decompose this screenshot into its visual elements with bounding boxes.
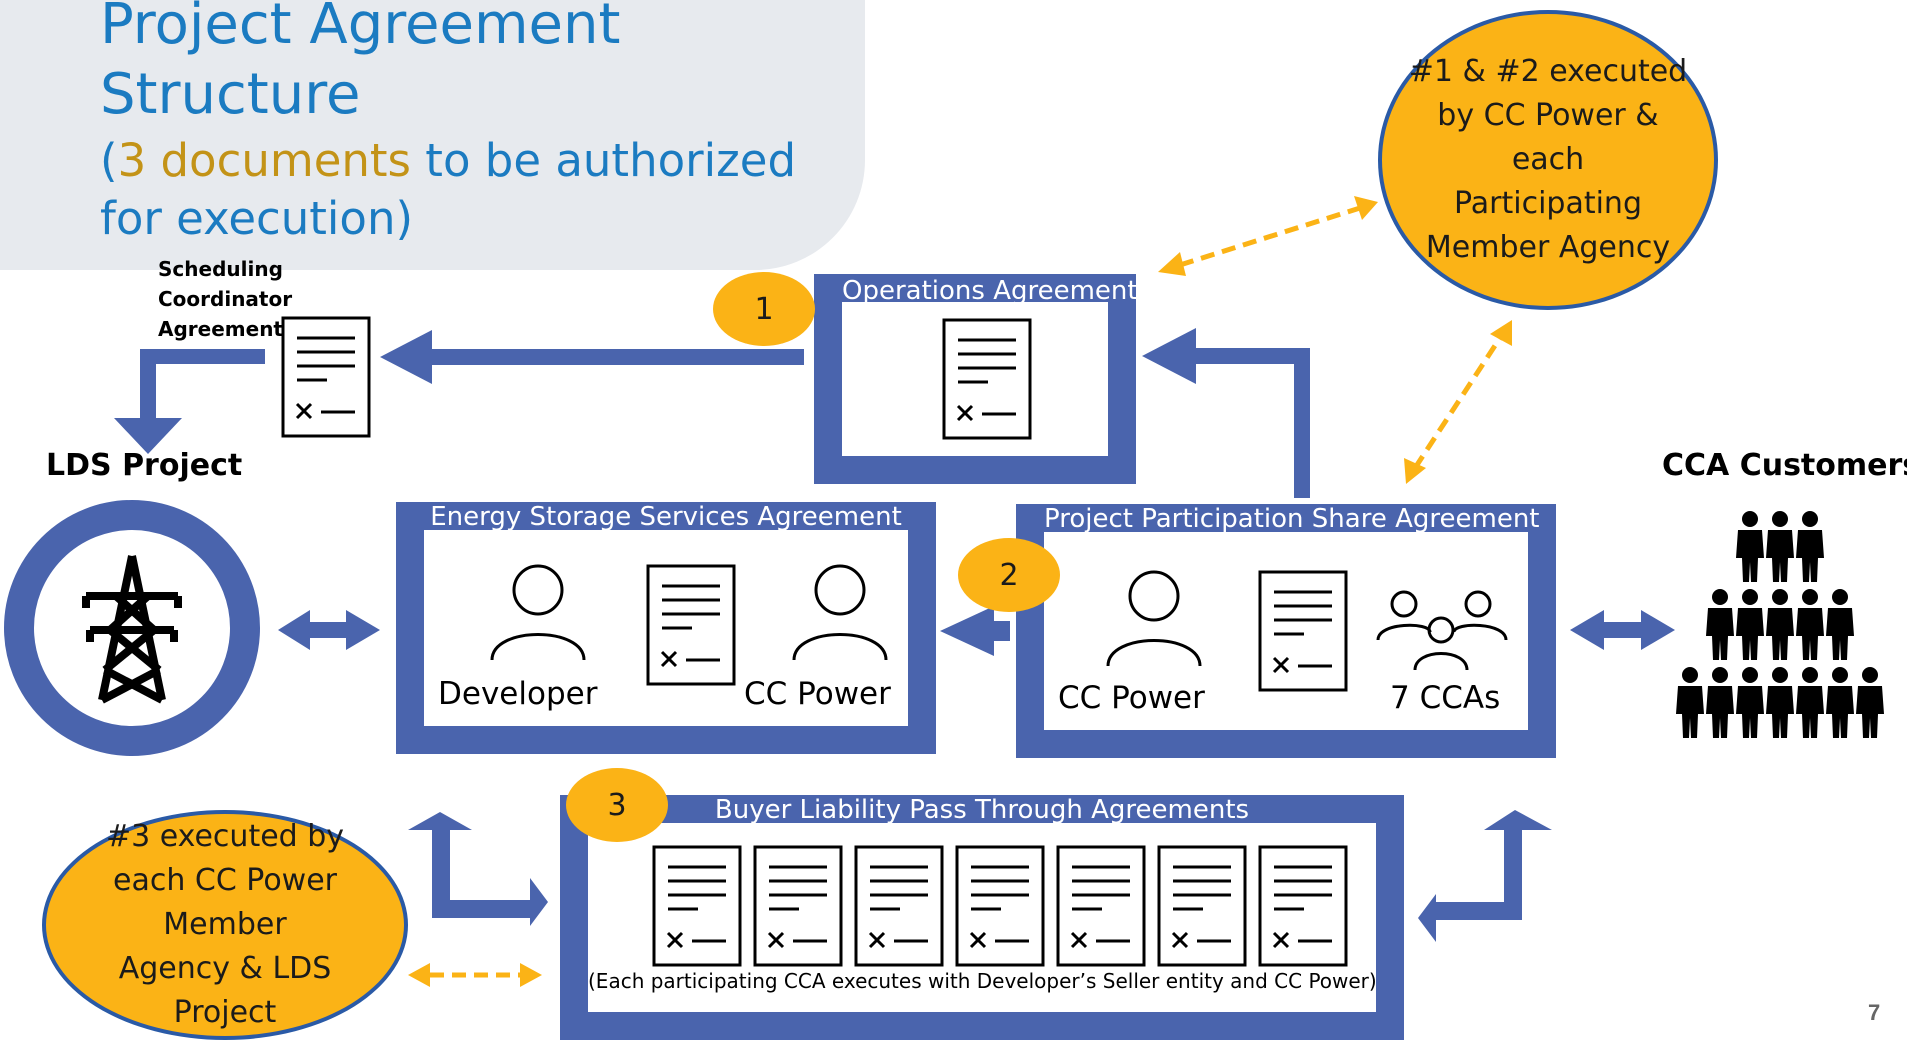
note-top-line5: Member Agency	[1425, 230, 1671, 265]
person-figure	[1736, 667, 1764, 738]
essa-ccpower-label: CC Power	[744, 676, 891, 712]
arrow-ppsa-to-essa	[940, 606, 1010, 656]
person-figure	[1736, 511, 1764, 582]
blpta-document-icon	[955, 845, 1045, 967]
blpta-document-icon	[753, 845, 843, 967]
ccpower-person-icon-ppsa	[1102, 566, 1206, 670]
person-figure	[1796, 667, 1824, 738]
transmission-tower-icon	[4, 500, 260, 756]
blpta-title: Buyer Liability Pass Through Agreements	[714, 795, 1250, 825]
operations-agreement-box: Operations Agreement	[814, 274, 1138, 484]
arrow-ppsa-to-ops	[1142, 328, 1310, 498]
subtitle-prefix: (	[100, 134, 118, 187]
page-number: 7	[1868, 1000, 1881, 1025]
ccpower-person-icon-essa	[788, 560, 892, 664]
note-bottom-line5: Project	[173, 995, 277, 1030]
badge-1: 1	[713, 272, 815, 346]
note-bottom-line1: #3 executed by	[105, 819, 345, 854]
person-figure	[1796, 511, 1824, 582]
dashed-arrow-ppsa-note	[1412, 336, 1503, 470]
blpta-document-icon	[1056, 845, 1146, 967]
person-figure	[1766, 589, 1794, 660]
operations-document-icon	[942, 318, 1032, 440]
page-title-line1: Project Agreement	[100, 0, 621, 57]
ppsa-box: Project Participation Share Agreement CC…	[1016, 504, 1556, 758]
blpta-document-icon	[652, 845, 742, 967]
page-subtitle: (3 documents to be authorized	[100, 134, 796, 187]
subtitle-accent: 3 documents	[117, 134, 411, 187]
scheduling-label-line1: Scheduling	[158, 257, 283, 281]
person-figure	[1706, 667, 1734, 738]
blpta-note: (Each participating CCA executes with De…	[588, 969, 1377, 993]
dashed-arrow-head-2	[1354, 196, 1378, 220]
ppsa-title: Project Participation Share Agreement	[1044, 504, 1540, 534]
person-figure	[1856, 667, 1884, 738]
note-oval-executed-3: #3 executed by each CC Power Member Agen…	[42, 810, 408, 1040]
blpta-document-icon	[1157, 845, 1247, 967]
note-bottom-line3: Member	[163, 907, 287, 942]
note-top-line4: Participating	[1454, 186, 1642, 221]
scheduling-label-line3: Agreement	[158, 317, 283, 341]
operations-agreement-title: Operations Agreement	[842, 276, 1138, 306]
essa-box: Energy Storage Services Agreement Develo…	[396, 502, 936, 754]
lds-project-label: LDS Project	[46, 448, 243, 483]
person-figure	[1766, 667, 1794, 738]
essa-developer-label: Developer	[438, 676, 598, 712]
arrow-blpta-left	[408, 812, 548, 926]
dashed-arrow-head-4	[1490, 320, 1512, 346]
dashed-arrow-ops-note	[1179, 205, 1361, 268]
page-subtitle-line2: for execution)	[100, 192, 414, 245]
arrow-ops-to-scheduling	[380, 330, 804, 384]
note-top-line3: each	[1511, 142, 1585, 177]
blpta-document-icon	[854, 845, 944, 967]
arrow-scheduling-to-lds	[114, 349, 265, 454]
essa-title: Energy Storage Services Agreement	[430, 502, 902, 532]
note-top-line2: by CC Power &	[1437, 98, 1659, 133]
note-bottom-line2: each CC Power	[112, 863, 338, 898]
person-figure	[1826, 667, 1854, 738]
blpta-document-icon	[1258, 845, 1348, 967]
blpta-box: Buyer Liability Pass Through Agreements …	[560, 795, 1404, 1040]
scheduling-label: Scheduling Coordinator Agreement	[158, 254, 292, 344]
dashed-arrow-head-1	[1158, 252, 1186, 276]
person-figure	[1826, 589, 1854, 660]
badge-2: 2	[958, 538, 1060, 612]
ppsa-ccpower-label: CC Power	[1058, 680, 1205, 716]
dashed-arrow-head-3	[1404, 458, 1426, 484]
ppsa-document-icon	[1258, 570, 1348, 692]
dashed-arrow-head-5	[408, 963, 430, 987]
note-bottom-line4: Agency & LDS	[118, 951, 332, 986]
badge-3: 3	[566, 768, 668, 842]
cca-customers-label: CCA Customers	[1662, 448, 1907, 483]
essa-document-icon	[646, 564, 736, 686]
scheduling-label-line2: Coordinator	[158, 287, 293, 311]
developer-person-icon	[486, 560, 590, 664]
people-crowd-icon	[1670, 510, 1890, 750]
subtitle-rest: to be authorized	[411, 134, 797, 187]
page-title-line2: Structure	[100, 62, 361, 127]
group-people-icon	[1374, 586, 1510, 672]
person-figure	[1736, 589, 1764, 660]
ppsa-ccas-label: 7 CCAs	[1390, 680, 1501, 716]
dashed-arrow-head-6	[520, 963, 542, 987]
arrow-lds-essa	[278, 610, 380, 650]
arrow-ppsa-customers	[1570, 610, 1675, 650]
title-panel: Project Agreement Structure (3 documents…	[0, 0, 865, 270]
person-figure	[1706, 589, 1734, 660]
arrow-blpta-right	[1418, 810, 1552, 942]
person-figure	[1766, 511, 1794, 582]
note-oval-executed-1-2: #1 & #2 executed by CC Power & each Part…	[1378, 10, 1718, 310]
person-figure	[1676, 667, 1704, 738]
note-top-line1: #1 & #2 executed	[1408, 54, 1688, 89]
person-figure	[1796, 589, 1824, 660]
scheduling-document-icon	[281, 316, 371, 438]
